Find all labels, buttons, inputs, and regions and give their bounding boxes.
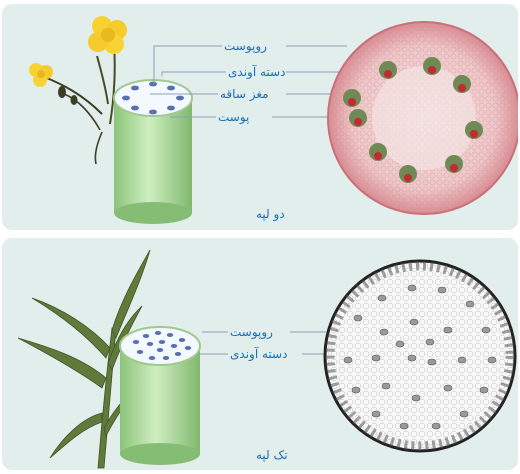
dicot-panel: روپوست دسته آوندی مغز ساقه پوست دو لپه: [2, 4, 518, 230]
dicot-caption: دو لپه: [256, 207, 285, 221]
flower-small: [29, 63, 53, 87]
label-epidermis: روپوست: [230, 325, 273, 339]
monocot-panel: روپوست دسته آوندی تک لپه: [2, 238, 518, 470]
dicot-cross-section: [328, 22, 518, 214]
dicot-stem-cylinder: [114, 80, 192, 224]
label-pith: مغز ساقه: [220, 87, 269, 101]
monocot-stem-cylinder: [120, 327, 200, 465]
monocot-cross-section: [325, 261, 515, 451]
dicot-illustration: [2, 4, 518, 230]
label-vascular-bundle: دسته آوندی: [228, 65, 285, 79]
label-epidermis: روپوست: [224, 39, 267, 53]
flower-large: [88, 16, 127, 54]
monocot-caption: تک لپه: [256, 448, 288, 462]
label-cortex: پوست: [218, 110, 249, 124]
label-vascular-bundle: دسته آوندی: [230, 347, 287, 361]
buttercup-plant: [29, 16, 127, 164]
